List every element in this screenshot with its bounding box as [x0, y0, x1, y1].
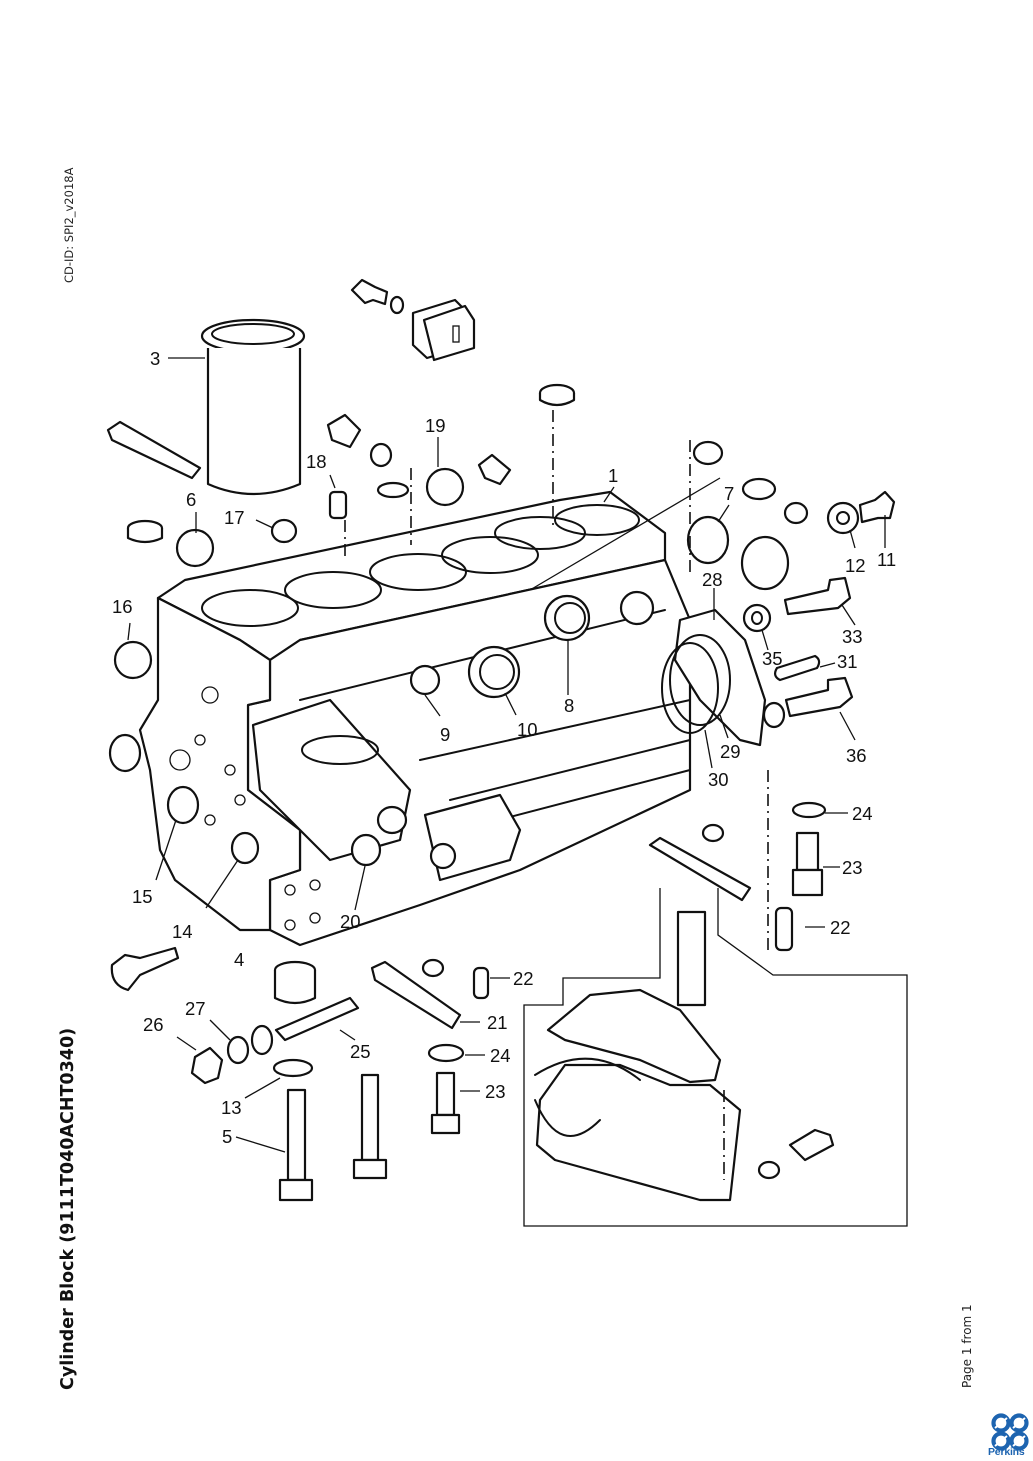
callout-23-right: 23 — [842, 857, 863, 878]
callout-25: 25 — [350, 1041, 371, 1062]
callout-3: 3 — [150, 348, 160, 369]
callout-13: 13 — [221, 1097, 242, 1118]
callout-17: 17 — [224, 507, 245, 528]
callout-22-right: 22 — [830, 917, 851, 938]
callout-35: 35 — [762, 648, 783, 669]
small-parts — [106, 278, 896, 870]
callout-26: 26 — [143, 1014, 164, 1035]
lower-parts — [110, 801, 827, 1202]
perkins-logo-icon — [991, 1413, 1029, 1451]
callout-23-left: 23 — [485, 1081, 506, 1102]
callout-16: 16 — [112, 596, 133, 617]
callout-27: 27 — [185, 998, 206, 1019]
callout-6: 6 — [186, 489, 196, 510]
callouts: 3 1 6 7 8 9 10 11 12 13 14 15 16 17 18 1… — [112, 348, 896, 1153]
callout-36: 36 — [846, 745, 867, 766]
callout-10: 10 — [517, 719, 538, 740]
callout-24-right: 24 — [852, 803, 873, 824]
callout-20: 20 — [340, 911, 361, 932]
callout-12: 12 — [845, 555, 866, 576]
callout-24-left: 24 — [490, 1045, 511, 1066]
cylinder-block — [138, 490, 692, 947]
callout-1: 1 — [608, 465, 618, 486]
callout-8: 8 — [564, 695, 574, 716]
callout-28: 28 — [702, 569, 723, 590]
callout-31: 31 — [837, 651, 858, 672]
callout-4: 4 — [234, 949, 244, 970]
callout-18: 18 — [306, 451, 327, 472]
callout-19: 19 — [425, 415, 446, 436]
callout-30: 30 — [708, 769, 729, 790]
callout-29: 29 — [720, 741, 741, 762]
callout-15: 15 — [132, 886, 153, 907]
callout-5: 5 — [222, 1126, 232, 1147]
callout-9: 9 — [440, 724, 450, 745]
callout-7: 7 — [724, 483, 734, 504]
brand-name: Perkins — [988, 1446, 1025, 1458]
callout-22-left: 22 — [513, 968, 534, 989]
callout-14: 14 — [172, 921, 193, 942]
assembly-lines — [344, 410, 769, 1180]
callout-21: 21 — [487, 1012, 508, 1033]
callout-33: 33 — [842, 626, 863, 647]
part-cylinder-liner — [200, 318, 306, 496]
rear-seal-inset — [523, 888, 908, 1227]
callout-11: 11 — [877, 549, 896, 570]
